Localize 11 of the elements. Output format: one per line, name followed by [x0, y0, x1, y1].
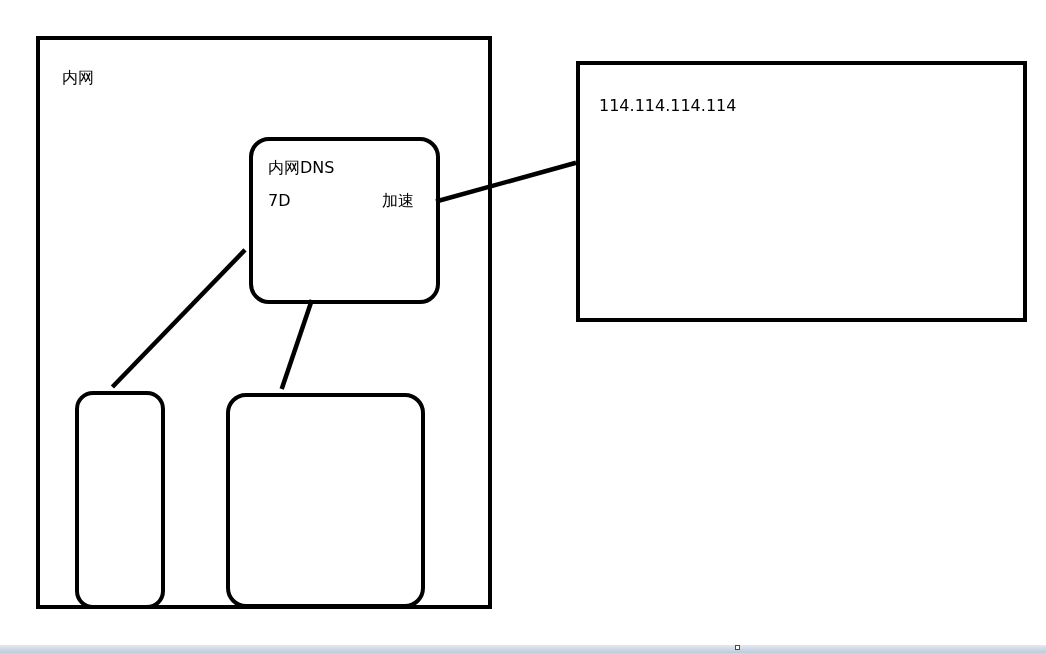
server-note: 7D	[268, 190, 291, 212]
rounded-box	[226, 393, 425, 608]
network-zone-frame	[36, 36, 492, 609]
server-note: 加速	[382, 190, 414, 212]
server-frame	[576, 61, 1027, 322]
server-box	[249, 137, 440, 304]
connector-line	[110, 248, 247, 389]
server-address: 114.114.114.114	[599, 95, 737, 117]
zone-label: 内网	[62, 67, 94, 89]
server-title: 内网DNS	[268, 157, 335, 179]
connector-line	[435, 160, 577, 204]
